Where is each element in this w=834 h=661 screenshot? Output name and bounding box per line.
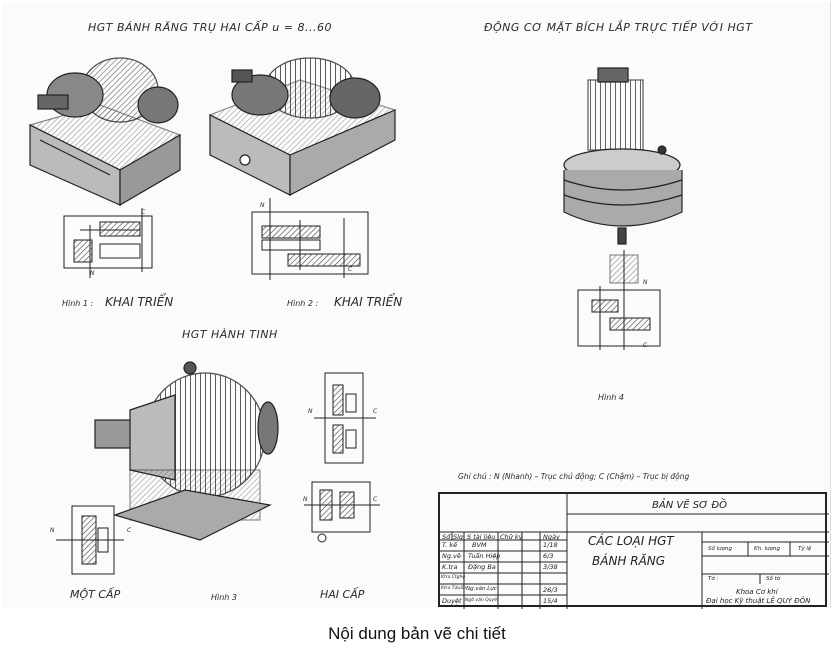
mot-cap-label: MỘT CẤP <box>70 588 121 601</box>
fig4-caption: Hình 4 <box>598 393 625 402</box>
row-role: Ktra Tduẩn <box>441 586 466 591</box>
mark-c-fig2: C <box>348 266 353 273</box>
page-caption: Nội dung bản vẽ chi tiết <box>328 624 506 643</box>
row-role: K.tra <box>442 563 458 571</box>
school-name: Đại học Kỹ thuật LÊ QUÝ ĐÔN <box>706 597 811 605</box>
row-name: BVM <box>472 541 487 549</box>
col-header-tailieu: S tài liệu <box>467 533 496 541</box>
schematic-fig1 <box>63 208 153 278</box>
fig1-label: KHAI TRIỂN <box>105 295 174 309</box>
row-name: Ng.văn.Lực <box>466 586 497 592</box>
right-header-tyle: Tỷ lệ <box>798 546 812 552</box>
title-block-grid <box>440 494 829 609</box>
gearbox-photo-1 <box>28 57 182 207</box>
title-flange-motor: ĐỘNG CƠ MẶT BÍCH LẮP TRỰC TIẾP VỚI HGT <box>484 21 753 34</box>
mark-n-onestage: N <box>50 527 55 534</box>
mark-n-fig1: N <box>90 270 95 277</box>
fig2-label: KHAI TRIỂN <box>334 295 403 309</box>
row-name: Ngô văn Quyết <box>465 598 499 603</box>
mark-n-fig4: N <box>643 279 648 286</box>
fig3-caption: Hình 3 <box>211 593 238 602</box>
title-planetary: HGT HÀNH TINH <box>182 328 278 341</box>
row-name: Đặng Ba <box>468 563 496 571</box>
row-date: 1/18 <box>543 541 558 549</box>
drawing-name-line1: CÁC LOẠI HGT <box>588 534 674 548</box>
gearbox-photo-2 <box>208 57 397 196</box>
sheets-label: Số tờ <box>766 576 781 582</box>
title-block: BẢN VẼ SƠ ĐỒ CÁC LOẠI HGT BÁNH RĂNG Sđ S… <box>438 492 829 609</box>
mark-n-fig2: N <box>260 202 265 209</box>
schematic-fig4 <box>577 250 661 350</box>
col-header-slg: Slg <box>453 533 464 541</box>
schematic-planetary-onestage <box>56 505 124 575</box>
col-header-ngay: Ngày <box>543 533 560 541</box>
mark-c-fig1: C <box>141 209 146 216</box>
drawing-name-line2: BÁNH RĂNG <box>592 554 666 568</box>
mark-c-onestage: C <box>127 527 132 534</box>
row-date: 26/3 <box>543 586 558 594</box>
mark-n-twostage: N <box>308 408 313 415</box>
schematic-planetary-twostage <box>314 372 376 464</box>
schematic-fig2 <box>251 198 369 280</box>
fig1-prefix: Hình 1 : <box>62 299 94 308</box>
title-block-header: BẢN VẼ SƠ ĐỒ <box>652 500 727 511</box>
right-header-khluong: Kh. lượng <box>754 546 780 552</box>
hai-cap-label: HAI CẤP <box>320 588 365 601</box>
flange-motor-photo <box>563 67 683 245</box>
mark-n-twostage-b: N <box>303 496 308 503</box>
mark-c-twostage-b: C <box>373 496 378 503</box>
row-date: 3/38 <box>543 563 558 571</box>
col-header-sd: Sđ <box>442 533 451 541</box>
row-role: Duyệt <box>442 597 462 605</box>
department: Khoa Cơ khí <box>736 588 778 596</box>
col-header-chuky: Chữ ký <box>500 533 523 541</box>
fig2-prefix: Hình 2 : <box>287 299 319 308</box>
row-name: Tuấn Hiệp <box>468 552 501 560</box>
schematic-planetary-twostage-b <box>304 481 380 543</box>
row-role: Ktra Ctghệ <box>441 575 466 580</box>
row-date: 15/4 <box>543 597 558 605</box>
note-text: Ghi chú : N (Nhanh) – Trục chủ động; C (… <box>458 472 690 481</box>
sheet-label: Tờ : <box>708 576 719 582</box>
row-role: T. kế <box>442 541 458 549</box>
row-role: Ng.vẽ <box>442 552 461 560</box>
title-two-stage-gearbox: HGT BÁNH RĂNG TRỤ HAI CẤP u = 8...60 <box>88 21 332 34</box>
planetary-gearbox-photo <box>94 361 279 541</box>
mark-c-twostage: C <box>373 408 378 415</box>
right-header-soluong: Số lượng <box>708 546 732 552</box>
row-date: 6/3 <box>543 552 554 560</box>
